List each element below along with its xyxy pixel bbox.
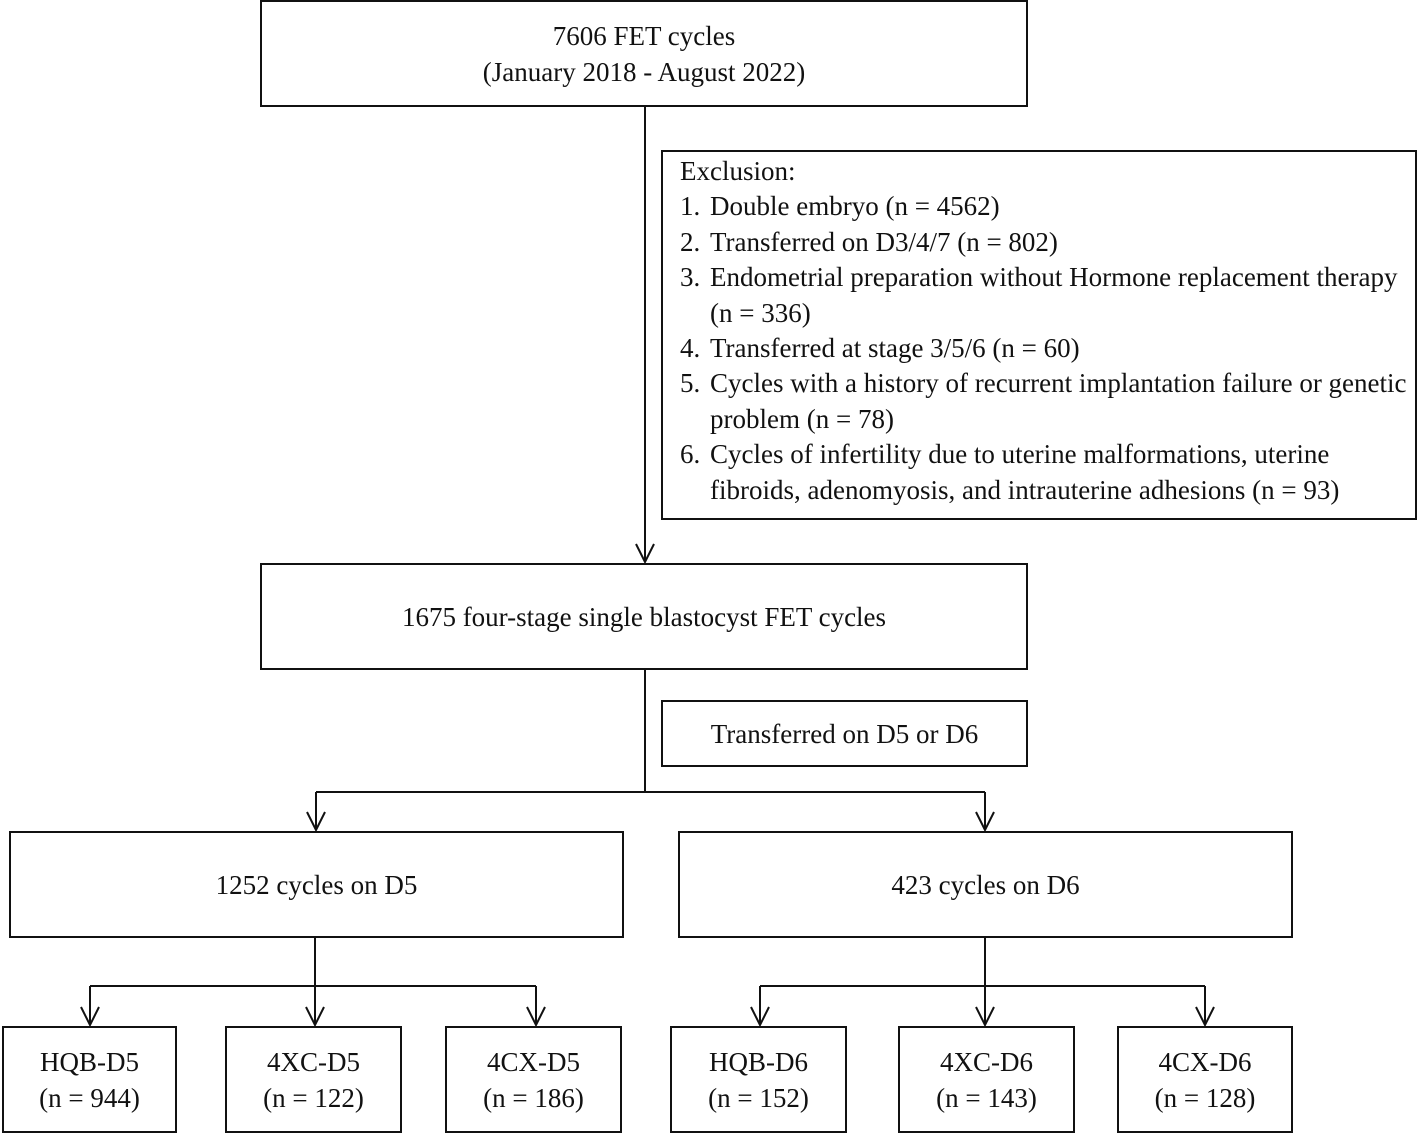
exclusion-item-number: 2. — [680, 226, 701, 257]
group-count: (n = 152) — [708, 1082, 809, 1113]
exclusion-item: 6. Cycles of infertility due to uterine m… — [680, 437, 1415, 508]
group-name: 4XC-D6 — [940, 1046, 1033, 1077]
d5-cycles-box: 1252 cycles on D5 — [9, 831, 624, 938]
d6-cycles-box: 423 cycles on D6 — [678, 831, 1293, 938]
exclusion-item: 4. Transferred at stage 3/5/6 (n = 60) — [680, 331, 1415, 366]
exclusion-item-text: Transferred on D3/4/7 (n = 802) — [710, 226, 1058, 257]
group-count: (n = 128) — [1154, 1082, 1256, 1113]
exclusion-item: 5. Cycles with a history of recurrent imp… — [680, 366, 1415, 437]
arrowhead-4xc-d5 — [305, 1006, 325, 1028]
group-name: HQB-D6 — [709, 1046, 808, 1077]
exclusion-item: 3. Endometrial preparation without Hormon… — [680, 260, 1415, 331]
arrowhead-4cx-d6 — [1195, 1006, 1215, 1028]
exclusion-item-number: 6. — [680, 439, 701, 470]
exclusion-item-number: 1. — [680, 191, 701, 222]
exclusion-item-number: 4. — [680, 333, 701, 364]
exclusion-item-number: 3. — [680, 262, 701, 293]
arrowhead-4xc-d6 — [975, 1006, 995, 1028]
total-cycles-label: 7606 FET cycles — [552, 20, 736, 51]
group-count: (n = 944) — [39, 1082, 140, 1113]
exclusion-item-text: Cycles of infertility due to uterine mal… — [710, 439, 1340, 505]
arrowhead-4cx-d5 — [526, 1006, 546, 1028]
exclusion-item: 2. Transferred on D3/4/7 (n = 802) — [680, 225, 1415, 260]
arrowhead-hqb-d5 — [80, 1006, 100, 1028]
4xc-d6-box: 4XC-D6 (n = 143) — [898, 1026, 1075, 1133]
hqb-d6-box: HQB-D6 (n = 152) — [670, 1026, 847, 1133]
exclusion-item-text: Double embryo (n = 4562) — [710, 191, 1000, 222]
transfer-day-label: Transferred on D5 or D6 — [710, 718, 979, 749]
arrowhead-middle — [635, 543, 655, 565]
exclusion-item-number: 5. — [680, 368, 701, 399]
group-name: 4CX-D5 — [487, 1046, 580, 1077]
exclusion-item-text: Cycles with a history of recurrent impla… — [710, 368, 1407, 434]
single-blastocyst-box: 1675 four-stage single blastocyst FET cy… — [260, 563, 1028, 670]
d6-cycles-label: 423 cycles on D6 — [891, 869, 1080, 900]
group-count: (n = 143) — [936, 1082, 1037, 1113]
exclusion-item-text: Endometrial preparation without Hormone … — [710, 262, 1398, 328]
exclusion-list: 1. Double embryo (n = 4562) 2. Transferred… — [680, 189, 1415, 508]
group-count: (n = 122) — [263, 1082, 364, 1113]
hqb-d5-box: HQB-D5 (n = 944) — [2, 1026, 177, 1133]
group-name: HQB-D5 — [40, 1046, 139, 1077]
exclusion-item-text: Transferred at stage 3/5/6 (n = 60) — [710, 333, 1080, 364]
group-name: 4CX-D6 — [1158, 1046, 1252, 1077]
exclusion-title: Exclusion: — [680, 156, 796, 186]
transfer-day-box: Transferred on D5 or D6 — [661, 700, 1028, 767]
arrowhead-hqb-d6 — [750, 1006, 770, 1028]
4xc-d5-box: 4XC-D5 (n = 122) — [225, 1026, 402, 1133]
4cx-d6-box: 4CX-D6 (n = 128) — [1117, 1026, 1293, 1133]
arrowhead-d6 — [975, 811, 995, 833]
group-count: (n = 186) — [483, 1082, 584, 1113]
total-cycles-box: 7606 FET cycles (January 2018 - August 2… — [260, 0, 1028, 107]
d5-cycles-label: 1252 cycles on D5 — [215, 869, 418, 900]
exclusion-box: Exclusion: 1. Double embryo (n = 4562) 2.… — [661, 150, 1417, 520]
single-blastocyst-label: 1675 four-stage single blastocyst FET cy… — [401, 601, 887, 632]
exclusion-item: 1. Double embryo (n = 4562) — [680, 189, 1415, 224]
4cx-d5-box: 4CX-D5 (n = 186) — [445, 1026, 622, 1133]
group-name: 4XC-D5 — [267, 1046, 360, 1077]
arrowhead-d5 — [306, 811, 326, 833]
date-range-label: (January 2018 - August 2022) — [482, 56, 806, 87]
